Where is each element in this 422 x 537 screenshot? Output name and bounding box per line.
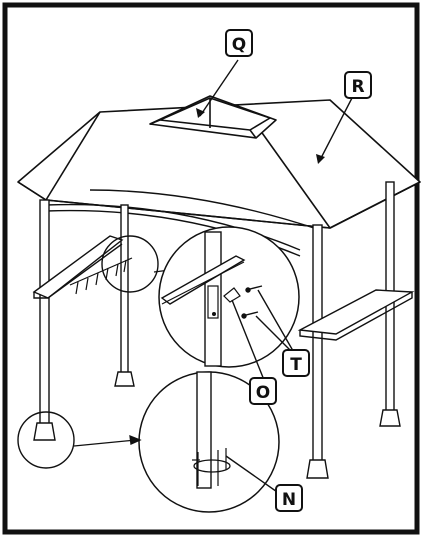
leader-q	[199, 59, 239, 117]
leader-t-1	[257, 289, 297, 357]
svg-text:N: N	[282, 490, 296, 510]
detail-circle-foot-small	[17, 411, 75, 469]
svg-text:Q: Q	[232, 35, 246, 55]
detail-circle-bracket	[158, 226, 300, 368]
callout-n: N	[275, 484, 303, 512]
svg-text:T: T	[290, 355, 302, 375]
detail-circle-hook	[101, 235, 159, 293]
arrow-foot	[73, 434, 142, 447]
callout-t: T	[282, 349, 310, 377]
roof	[17, 95, 421, 229]
leader-r	[319, 97, 353, 161]
shelves	[32, 235, 415, 341]
svg-text:R: R	[351, 77, 364, 97]
callout-r: R	[344, 71, 372, 99]
detail-circle-foot	[138, 371, 280, 513]
callout-o: O	[249, 377, 277, 405]
leader-n	[225, 455, 281, 495]
svg-text:O: O	[256, 383, 270, 403]
callout-q: Q	[225, 29, 253, 57]
leader-o	[231, 299, 265, 381]
